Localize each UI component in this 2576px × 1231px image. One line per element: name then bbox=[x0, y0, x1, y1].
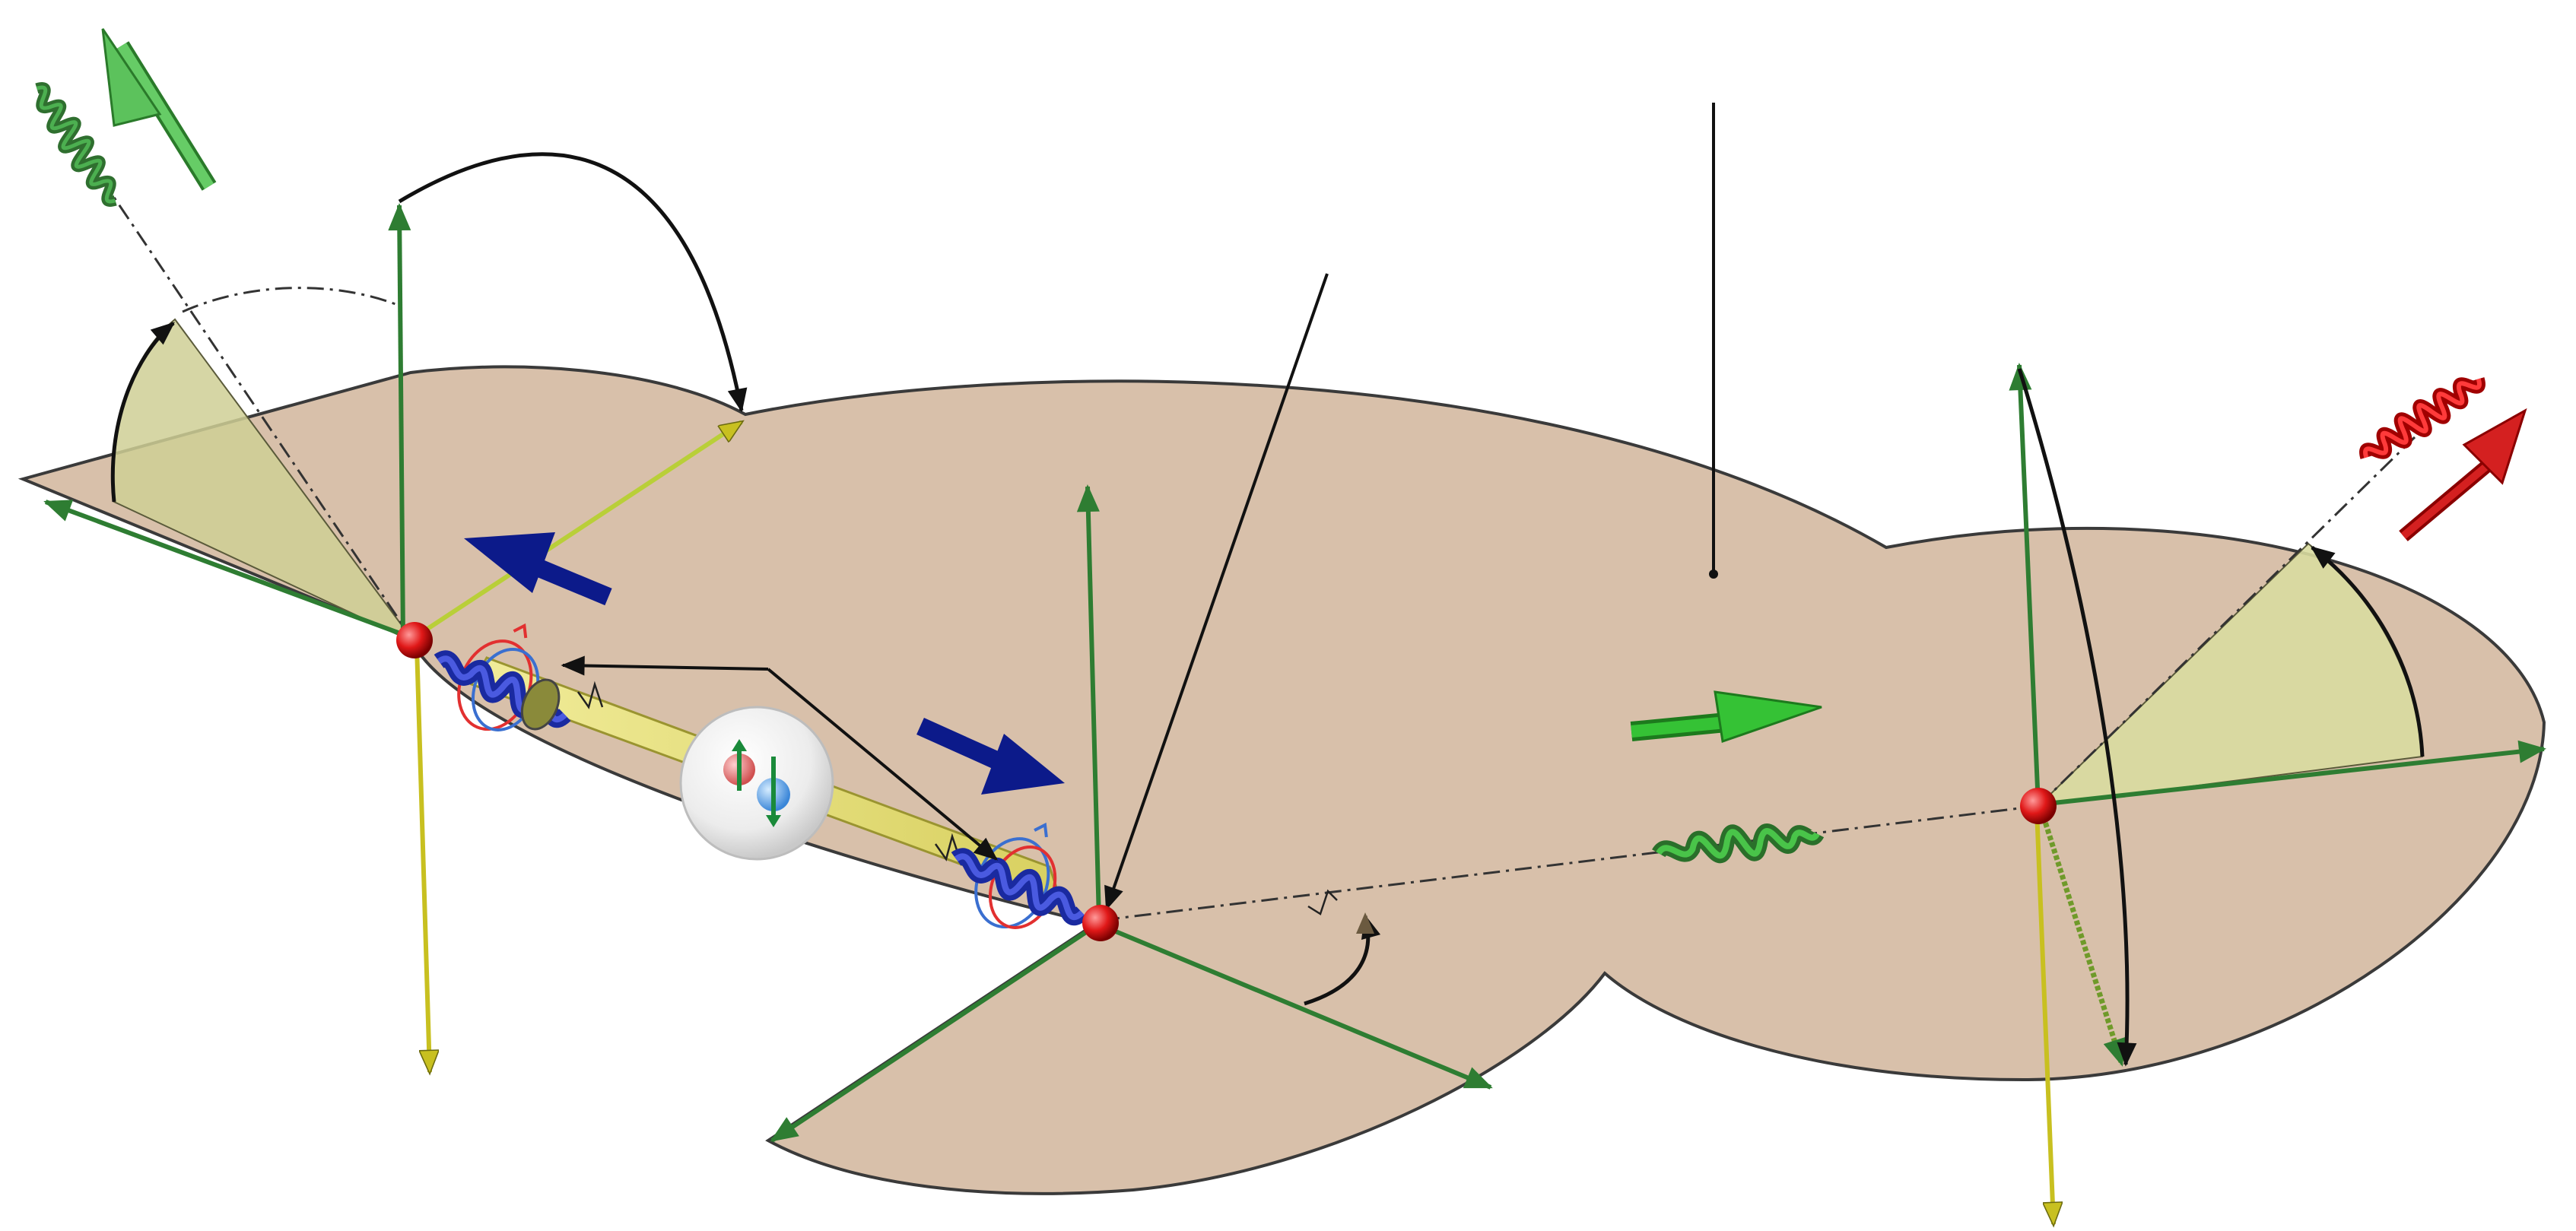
node-a-photon-direction bbox=[97, 174, 416, 643]
node-b-axis-left bbox=[770, 924, 1097, 1143]
node-a-angle-arc bbox=[110, 322, 175, 503]
node-a-axis-diag bbox=[417, 422, 742, 637]
photon-c-wavepacket-icon bbox=[2359, 377, 2485, 459]
node-c-angle-arc bbox=[2310, 546, 2425, 757]
node-a-axis-up bbox=[388, 203, 411, 639]
node-c-axis-down bbox=[2034, 809, 2053, 1224]
leader-wavepackets bbox=[561, 655, 998, 861]
node-a-arc-dashed bbox=[182, 287, 396, 313]
node-b-axis-up bbox=[1076, 484, 1101, 921]
blue-arrow-left bbox=[464, 532, 612, 606]
blue-arrow-right bbox=[916, 718, 1065, 795]
green-arrow-plane bbox=[1630, 690, 1822, 744]
plane-leader-line bbox=[1709, 103, 1718, 579]
node-a-red-sphere-icon bbox=[396, 622, 433, 658]
atom-pair-icon bbox=[679, 706, 834, 861]
node-c-axis-right bbox=[2039, 740, 2546, 807]
wavepacket-b-icon bbox=[951, 822, 1088, 929]
photon-a-direction-arrow bbox=[101, 28, 217, 191]
photon-a-wavepacket-icon bbox=[35, 82, 117, 207]
node-c-axis-up bbox=[2009, 363, 2041, 807]
node-c-photon-direction bbox=[2037, 436, 2416, 807]
node-a-rotation-arrow bbox=[398, 152, 748, 413]
node-c-red-sphere-icon bbox=[2020, 788, 2057, 824]
node-c-rotation-arrow bbox=[2017, 368, 2137, 1067]
photon-bc-wavepacket-icon bbox=[1652, 823, 1825, 864]
node-c bbox=[2009, 363, 2546, 1224]
node-c-axis-diag bbox=[2038, 808, 2126, 1067]
wavepacket-a-icon bbox=[434, 623, 571, 731]
photon-c-direction-arrow bbox=[2399, 408, 2527, 541]
node-a-axis-left bbox=[43, 500, 416, 641]
node-b-red-sphere-icon bbox=[1082, 905, 1119, 941]
node-b-arc-tip bbox=[1356, 912, 1374, 934]
node-b-axis-right bbox=[1101, 924, 1493, 1090]
network-plane bbox=[17, 365, 2546, 1195]
link-bc-dashed bbox=[1102, 804, 2039, 922]
node-b bbox=[770, 273, 2039, 1143]
node-b-leader-line bbox=[1104, 273, 1329, 911]
node-a-axis-down bbox=[415, 646, 430, 1072]
node-a bbox=[43, 152, 748, 1072]
